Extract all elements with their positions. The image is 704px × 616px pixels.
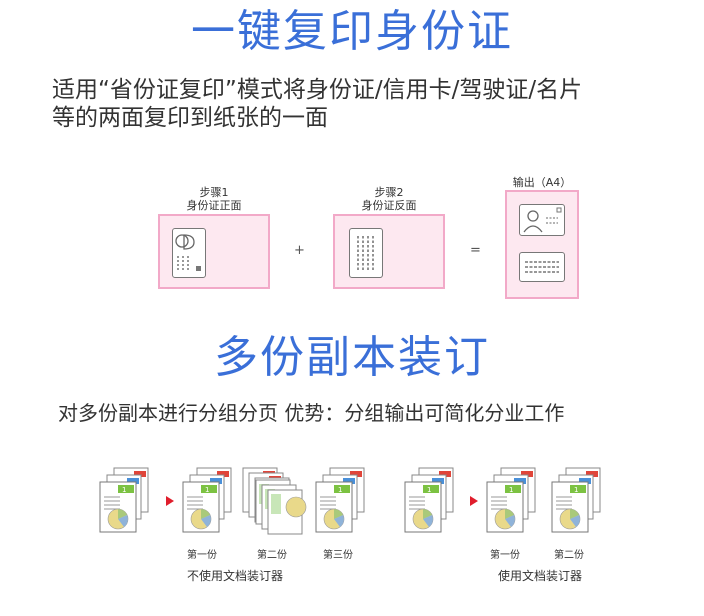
page-number-text: 1 bbox=[574, 486, 578, 494]
id-card-back-copy-icon bbox=[519, 252, 565, 282]
step1-text: 身份证正面 bbox=[186, 199, 242, 212]
right-copy1-label: 第一份 bbox=[490, 550, 520, 561]
plus-sign: + bbox=[294, 243, 305, 258]
output-box bbox=[505, 190, 579, 299]
section1-desc-line1: 适用“省份证复印”模式将身份证/信用卡/驾驶证/名片 bbox=[52, 77, 583, 103]
document-stack-copy3: 1 bbox=[315, 467, 365, 533]
output-label: 输出（A4） bbox=[512, 176, 572, 189]
step2-label: 步骤2 身份证反面 bbox=[333, 186, 445, 212]
arrow-right-icon-2 bbox=[470, 496, 478, 506]
page-number-text: 1 bbox=[427, 486, 431, 494]
arrow-right-icon bbox=[166, 496, 174, 506]
section1-title: 一键复印身份证 bbox=[191, 6, 513, 57]
page-number-text: 1 bbox=[122, 486, 126, 494]
document-stack-collated1: 1 bbox=[486, 467, 536, 533]
step1-number: 步骤1 bbox=[199, 186, 229, 199]
left-caption: 不使用文档装订器 bbox=[186, 569, 283, 583]
section2-title: 多份副本装订 bbox=[214, 332, 490, 383]
collation-illustration: 1 1 1 1 1 1 bbox=[99, 467, 601, 535]
step2-number: 步骤2 bbox=[374, 186, 404, 199]
step1-box bbox=[158, 214, 270, 289]
document-stack-original: 1 bbox=[99, 467, 149, 533]
id-card-front-icon bbox=[172, 228, 206, 278]
equals-sign: = bbox=[470, 243, 481, 258]
document-stack-collated2: 1 bbox=[551, 467, 601, 533]
right-copy2-label: 第二份 bbox=[554, 550, 584, 561]
document-stack-original-2: 1 bbox=[404, 467, 454, 533]
id-card-back-icon bbox=[349, 228, 383, 278]
section1-desc-line2: 等的两面复印到纸张的一面 bbox=[52, 105, 328, 131]
document-stack-copy1: 1 bbox=[182, 467, 232, 533]
step1-label: 步骤1 身份证正面 bbox=[158, 186, 270, 212]
left-copy3-label: 第三份 bbox=[323, 550, 353, 561]
page-number-text: 1 bbox=[205, 486, 209, 494]
id-card-front-copy-icon bbox=[519, 204, 565, 236]
right-caption: 使用文档装订器 bbox=[497, 569, 582, 583]
page-number-text: 1 bbox=[509, 486, 513, 494]
step2-box bbox=[333, 214, 445, 289]
section2-desc: 对多份副本进行分组分页 优势：分组输出可简化分业工作 bbox=[58, 401, 565, 425]
document-stack-uncollated bbox=[242, 467, 307, 535]
step2-text: 身份证反面 bbox=[361, 199, 417, 212]
page-number-text: 1 bbox=[338, 486, 342, 494]
left-copy1-label: 第一份 bbox=[187, 550, 217, 561]
left-copy2-label: 第二份 bbox=[257, 550, 287, 561]
